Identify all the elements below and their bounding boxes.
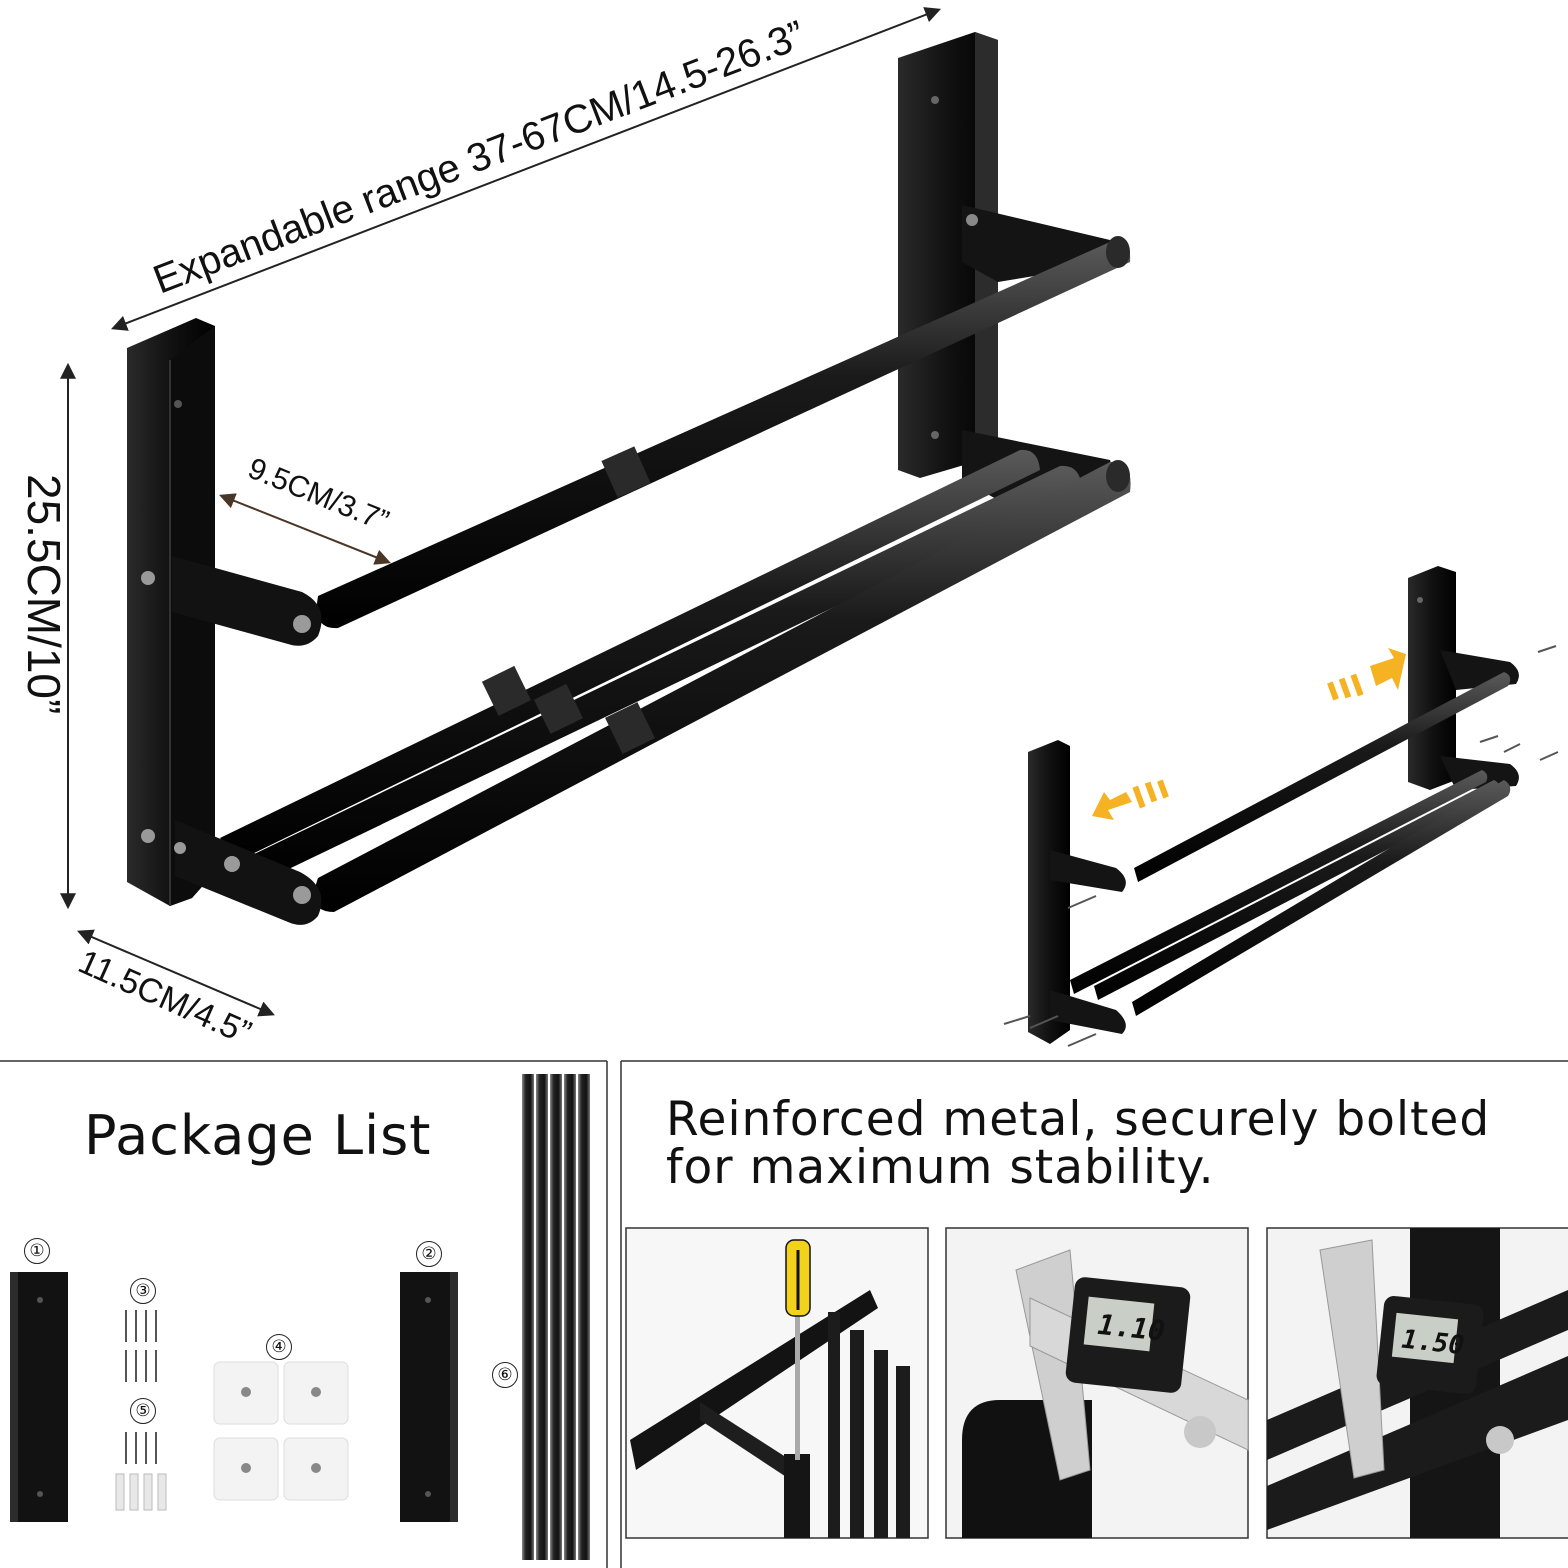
long-screws-icon: [125, 1310, 157, 1382]
expandable-range-label: Expandable range 37-67CM/14.5-26.3”: [147, 13, 810, 303]
item-number-5: ⑤: [130, 1398, 156, 1424]
lower-arm: [175, 820, 322, 925]
right-bracket-icon: [400, 1272, 458, 1522]
expand-left-arrow: [1092, 779, 1169, 820]
anchors-icon: [115, 1432, 167, 1511]
detail-photo-caliper-2: 1.50: [1266, 1227, 1568, 1539]
detail-photo-caliper-1: 1.10: [945, 1227, 1249, 1539]
item-number-3: ③: [130, 1278, 156, 1304]
adhesive-hooks-icon: [213, 1361, 349, 1501]
item-number-6: ⑥: [492, 1362, 518, 1388]
package-items: [10, 1074, 590, 1560]
caliper-reading-2: 1.50: [1400, 1325, 1465, 1361]
expanding-rack-illustration: [1003, 566, 1559, 1047]
left-bracket-icon: [10, 1272, 68, 1522]
main-rack: [127, 32, 1131, 925]
panel-dividers: [0, 1060, 1568, 1568]
expand-right-arrow: [1327, 648, 1406, 701]
feature-line-1: Reinforced metal, securely bolted: [666, 1092, 1491, 1147]
depth-label: 11.5CM/4.5”: [73, 943, 257, 1053]
item-number-2: ②: [416, 1241, 442, 1267]
feature-headline: Reinforced metal, securely bolted for ma…: [666, 1096, 1490, 1192]
item-number-1: ①: [24, 1238, 50, 1264]
feature-line-2: for maximum stability.: [666, 1140, 1215, 1195]
lower-rods: [220, 449, 1131, 912]
bar-spacing-label: 9.5CM/3.7”: [243, 452, 393, 538]
item-number-4: ④: [266, 1334, 292, 1360]
top-rod: [316, 236, 1131, 629]
dimension-lines: [60, 7, 941, 1017]
height-label: 25.5CM/10”: [18, 474, 70, 714]
detail-photo-screwdriver: [625, 1227, 929, 1539]
caliper-reading-1: 1.10: [1096, 1308, 1167, 1348]
package-list-title: Package List: [84, 1104, 432, 1167]
rods-icon: [522, 1074, 590, 1560]
upper-arm: [172, 556, 322, 646]
